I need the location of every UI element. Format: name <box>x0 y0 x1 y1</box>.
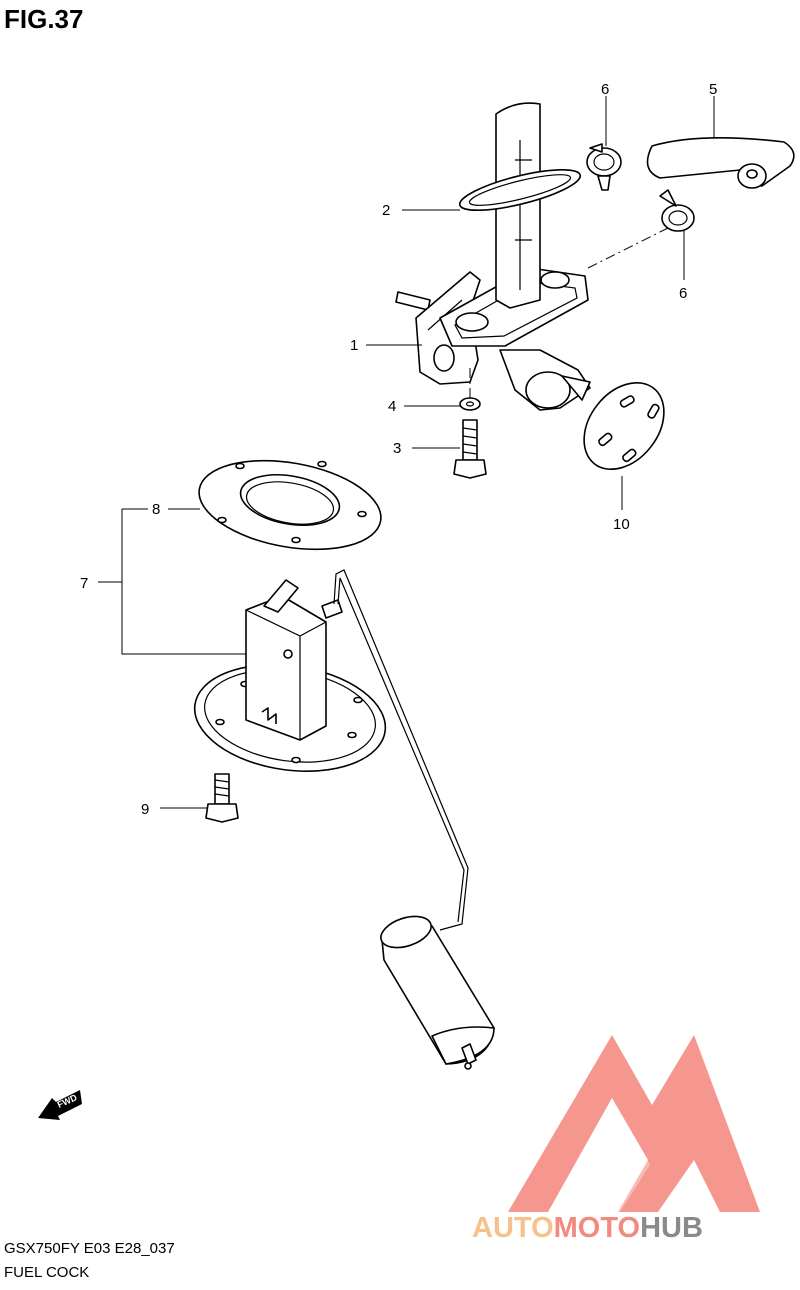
forward-direction-arrow: FWD <box>38 1090 82 1120</box>
hose-clamp-lower <box>659 189 695 232</box>
bolt-part-3 <box>453 419 487 479</box>
figure-title: FIG.37 <box>4 4 84 34</box>
watermark-auto: AUTO <box>472 1212 554 1244</box>
fuel-cock-body <box>395 267 591 411</box>
hose-clamp-upper <box>586 143 622 191</box>
callout-7: 7 <box>80 575 88 592</box>
gasket-ring <box>198 459 382 551</box>
watermark-logo <box>508 1035 760 1212</box>
callout-3: 3 <box>393 440 401 457</box>
callout-6-lower: 6 <box>679 285 687 302</box>
washer-part <box>459 397 481 411</box>
callout-5: 5 <box>709 81 717 98</box>
callout-2: 2 <box>382 202 390 219</box>
callout-10: 10 <box>613 516 630 533</box>
strainer-pipe <box>458 102 582 309</box>
callout-9: 9 <box>141 801 149 818</box>
callout-8: 8 <box>152 501 160 518</box>
leader-lines <box>98 96 715 809</box>
watermark-hub: HUB <box>640 1212 703 1244</box>
callout-6-upper: 6 <box>601 81 609 98</box>
bolt-part-9 <box>205 773 239 823</box>
fuel-hose <box>646 137 795 189</box>
callout-1: 1 <box>350 337 358 354</box>
svg-text:AUTOMOTOHUB: AUTOMOTOHUB <box>472 1212 703 1244</box>
cover-plate <box>583 381 665 471</box>
fuel-level-sender <box>193 569 495 1070</box>
figure-caption: FUEL COCK <box>4 1264 90 1281</box>
watermark-moto: MOTO <box>554 1212 640 1244</box>
model-code: GSX750FY E03 E28_037 <box>4 1240 175 1257</box>
callout-4: 4 <box>388 398 396 415</box>
watermark-wordmark: AUTOMOTOHUB <box>472 1212 703 1244</box>
